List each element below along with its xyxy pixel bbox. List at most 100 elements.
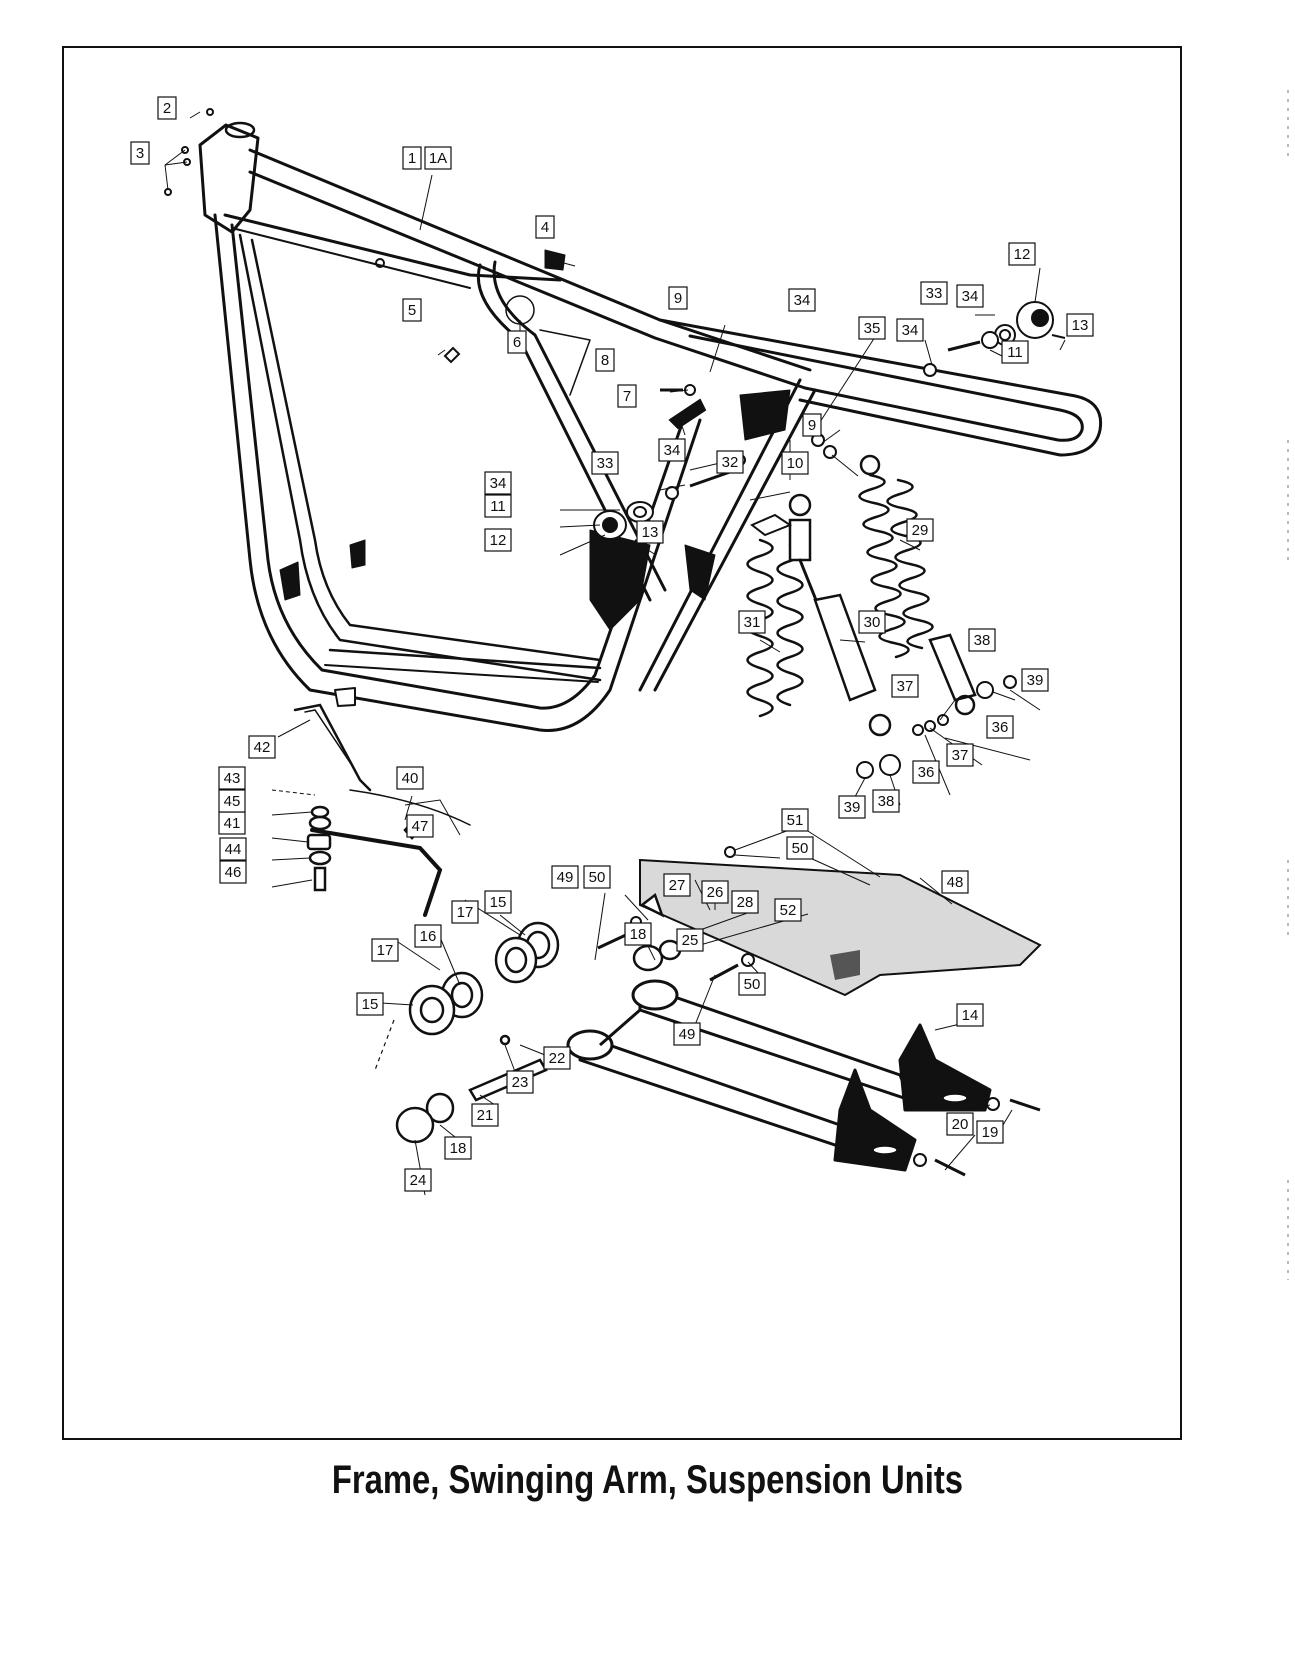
callout-number: 39 bbox=[844, 799, 861, 816]
callout-box bbox=[701, 880, 729, 904]
callout-36: 36 bbox=[986, 715, 1014, 739]
callout-box bbox=[535, 215, 555, 239]
callout-number: 13 bbox=[642, 524, 659, 541]
callout-box bbox=[404, 1168, 432, 1192]
callout-box bbox=[356, 992, 384, 1016]
callout-number: 25 bbox=[682, 932, 699, 949]
callout-38: 38 bbox=[872, 789, 900, 813]
suspension-units bbox=[746, 454, 977, 737]
callout-box bbox=[484, 471, 512, 495]
callout-box bbox=[781, 451, 809, 475]
callout-box bbox=[371, 938, 399, 962]
callout-box bbox=[676, 928, 704, 952]
callout-number: 19 bbox=[982, 1124, 999, 1141]
left-damper bbox=[788, 493, 892, 737]
callout-number: 22 bbox=[549, 1050, 566, 1067]
callout-box bbox=[774, 898, 802, 922]
callout-39: 39 bbox=[1021, 668, 1049, 692]
callout-29: 29 bbox=[906, 518, 934, 542]
callout-5: 5 bbox=[402, 298, 422, 322]
callout-24: 24 bbox=[404, 1168, 432, 1192]
callout-number: 28 bbox=[737, 894, 754, 911]
callout-number: 12 bbox=[490, 532, 507, 549]
callout-number: 1A bbox=[429, 150, 447, 167]
callout-box bbox=[786, 836, 814, 860]
callout-number: 34 bbox=[490, 475, 507, 492]
callout-number: 36 bbox=[918, 764, 935, 781]
callout-box bbox=[424, 146, 452, 170]
callout-box bbox=[507, 330, 527, 354]
callout-27: 27 bbox=[663, 873, 691, 897]
callout-box bbox=[471, 1103, 499, 1127]
callout-box bbox=[673, 1022, 701, 1046]
callout-box bbox=[583, 865, 611, 889]
callout-number: 20 bbox=[952, 1116, 969, 1133]
callout-box bbox=[802, 413, 822, 437]
callout-12: 12 bbox=[1008, 242, 1036, 266]
callout-40: 40 bbox=[396, 766, 424, 790]
callout-number: 27 bbox=[669, 877, 686, 894]
callout-45: 45 bbox=[218, 789, 246, 813]
callout-52: 52 bbox=[774, 898, 802, 922]
callout-number: 52 bbox=[780, 902, 797, 919]
callout-1A: 1A bbox=[424, 146, 452, 170]
callout-number: 14 bbox=[962, 1007, 979, 1024]
callout-number: 1 bbox=[408, 150, 416, 167]
right-spring-unit bbox=[858, 454, 977, 716]
callout-number: 18 bbox=[450, 1140, 467, 1157]
callout-number: 23 bbox=[512, 1074, 529, 1091]
callout-box bbox=[444, 1136, 472, 1160]
callout-39: 39 bbox=[838, 795, 866, 819]
callout-28: 28 bbox=[731, 890, 759, 914]
callout-box bbox=[543, 1046, 571, 1070]
callout-number: 43 bbox=[224, 770, 241, 787]
callout-box bbox=[858, 316, 886, 340]
scan-artifact bbox=[1287, 440, 1289, 560]
callout-16: 16 bbox=[414, 924, 442, 948]
callout-box bbox=[506, 1070, 534, 1094]
callout-box bbox=[906, 518, 934, 542]
callout-number: 34 bbox=[962, 288, 979, 305]
callout-box bbox=[218, 789, 246, 813]
callout-box bbox=[781, 808, 809, 832]
callout-12: 12 bbox=[484, 528, 512, 552]
callout-number: 9 bbox=[674, 290, 682, 307]
callout-49: 49 bbox=[551, 865, 579, 889]
callout-33: 33 bbox=[920, 281, 948, 305]
callout-number: 34 bbox=[794, 292, 811, 309]
callout-11: 11 bbox=[1001, 340, 1029, 364]
callout-number: 50 bbox=[744, 976, 761, 993]
callout-box bbox=[788, 288, 816, 312]
callout-box bbox=[636, 520, 664, 544]
callout-box bbox=[668, 286, 688, 310]
callout-26: 26 bbox=[701, 880, 729, 904]
callout-25: 25 bbox=[676, 928, 704, 952]
callout-box bbox=[1001, 340, 1029, 364]
callout-number: 11 bbox=[1007, 344, 1023, 361]
callout-4: 4 bbox=[535, 215, 555, 239]
callout-box bbox=[946, 1112, 974, 1136]
callout-number: 10 bbox=[787, 455, 804, 472]
callout-number: 15 bbox=[490, 894, 507, 911]
callout-box bbox=[624, 922, 652, 946]
callout-box bbox=[396, 766, 424, 790]
callout-number: 7 bbox=[623, 388, 631, 405]
callout-number: 21 bbox=[477, 1107, 494, 1124]
callout-33: 33 bbox=[591, 451, 619, 475]
callout-51: 51 bbox=[781, 808, 809, 832]
callout-box bbox=[946, 743, 974, 767]
callout-number: 47 bbox=[412, 818, 429, 835]
callout-43: 43 bbox=[218, 766, 246, 790]
callout-35: 35 bbox=[858, 316, 886, 340]
callout-number: 32 bbox=[722, 454, 739, 471]
callout-box bbox=[976, 1120, 1004, 1144]
callout-9: 9 bbox=[802, 413, 822, 437]
callout-14: 14 bbox=[956, 1003, 984, 1027]
scan-artifact bbox=[1287, 860, 1289, 940]
callout-31: 31 bbox=[738, 610, 766, 634]
callout-box bbox=[414, 924, 442, 948]
callout-number: 50 bbox=[792, 840, 809, 857]
callout-34: 34 bbox=[484, 471, 512, 495]
callout-15: 15 bbox=[356, 992, 384, 1016]
